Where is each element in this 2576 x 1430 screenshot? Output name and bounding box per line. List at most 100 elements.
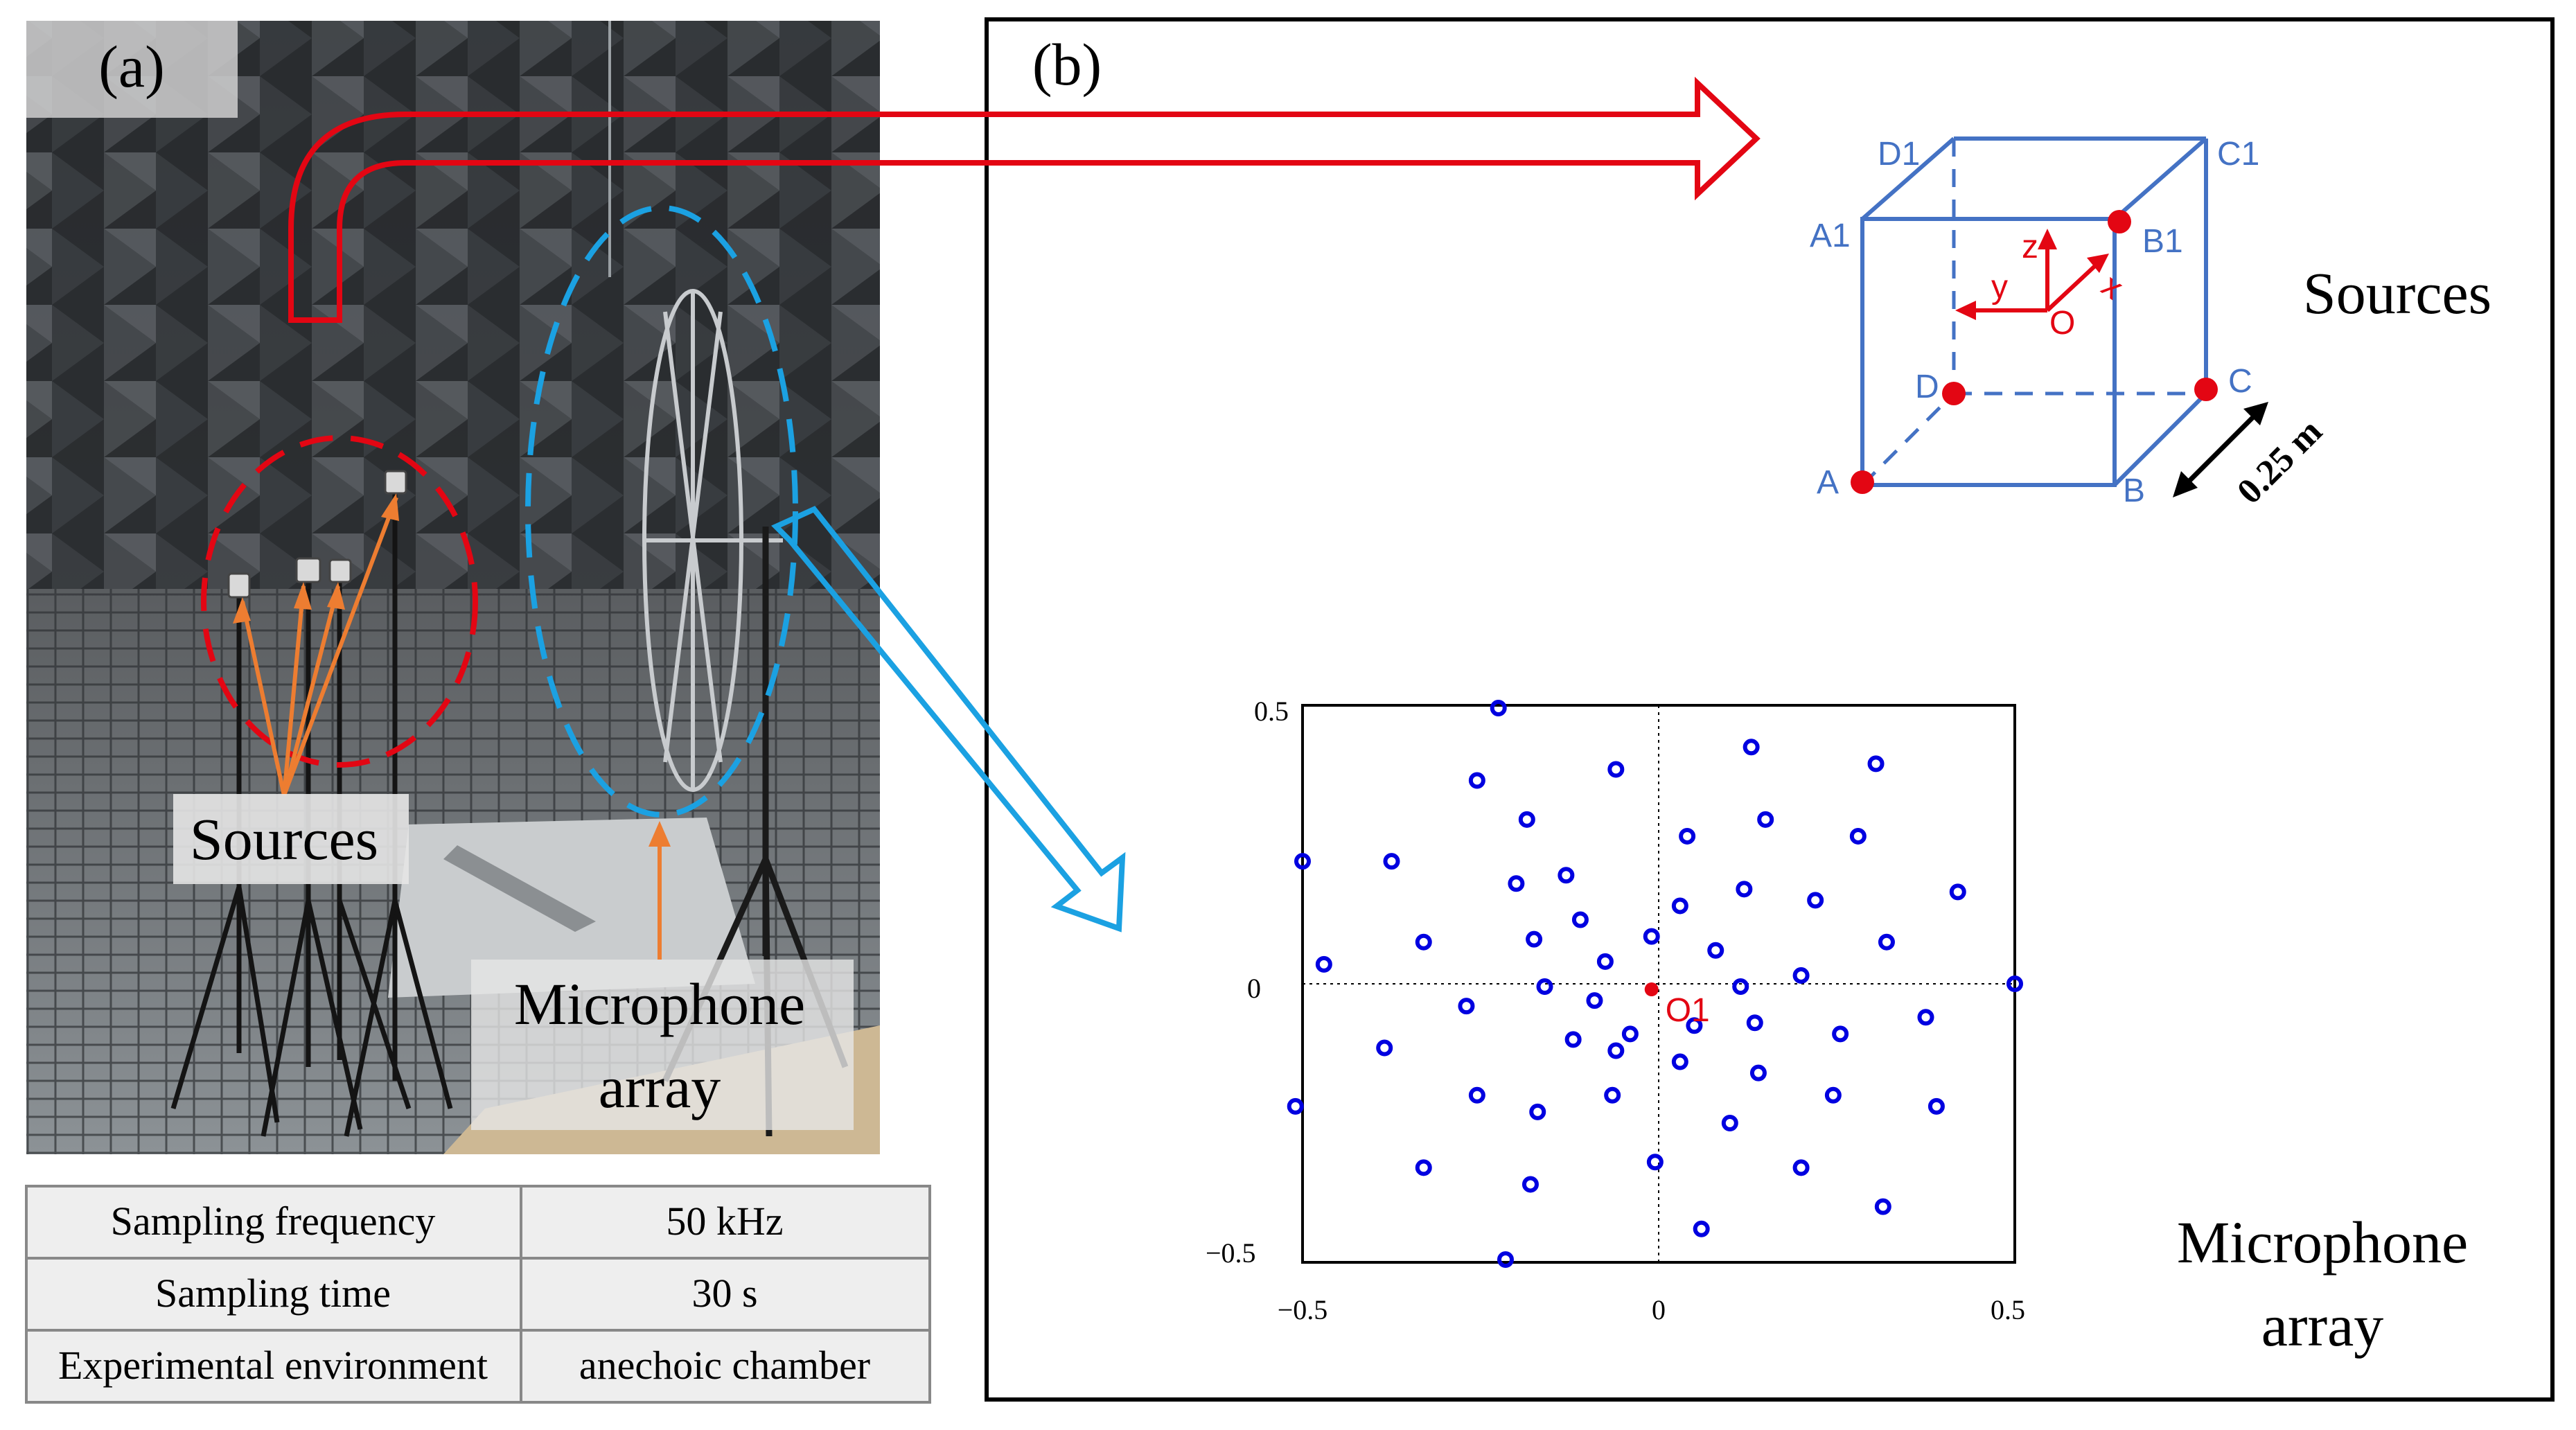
microphone-point xyxy=(1529,1103,1546,1120)
microphone-point xyxy=(1749,1064,1767,1082)
microphone-point xyxy=(1746,1014,1763,1032)
microphone-layout-plot: 0.5 0 −0.5 −0.5 0 0.5 O1 xyxy=(1206,696,2025,1325)
loudspeaker-sources xyxy=(227,470,407,599)
array-highlight-ellipse xyxy=(525,205,798,818)
vertex-label-D1: D1 xyxy=(1878,136,1920,173)
microphone-points xyxy=(1287,700,2023,1268)
y-tick-label: 0.5 xyxy=(1254,696,1289,727)
microphone-point xyxy=(1518,811,1535,828)
panel-b-label: (b) xyxy=(1032,31,1102,98)
vertex-label-B: B xyxy=(2123,473,2145,509)
photo-array-label-line2: array xyxy=(599,1054,721,1120)
microphone-point xyxy=(1643,928,1660,945)
microphone-point xyxy=(1490,700,1507,717)
microphone-point xyxy=(1558,867,1575,884)
microphone-point xyxy=(1679,827,1696,845)
x-tick-label: −0.5 xyxy=(1278,1294,1328,1325)
microphone-point xyxy=(1294,853,1311,870)
microphone-point xyxy=(1736,881,1753,898)
microphone-point xyxy=(1671,897,1688,915)
microphone-point xyxy=(1468,1086,1485,1104)
microphone-point xyxy=(1757,811,1774,828)
microphone-point xyxy=(1383,853,1400,870)
origin-label: O xyxy=(2049,305,2075,342)
photo-array-label-line1: Microphone xyxy=(514,971,805,1037)
microphone-point xyxy=(1315,955,1332,973)
table-row-name: Sampling time xyxy=(155,1271,391,1316)
source-pointer-arrowheads xyxy=(233,493,671,847)
microphone-point xyxy=(1917,1009,1934,1026)
vertex-label-A: A xyxy=(1817,464,1839,501)
microphone-point xyxy=(1415,933,1432,951)
microphone-point xyxy=(1878,933,1895,951)
microphone-point xyxy=(1792,966,1810,984)
source-cube-diagram: A B C D A1 B1 C1 D1 z y x O xyxy=(1810,136,2330,511)
microphone-point xyxy=(1707,942,1724,959)
microphone-point xyxy=(1671,1053,1688,1070)
microphone-point xyxy=(1721,1115,1738,1131)
axis-label-y: y xyxy=(1991,269,2008,306)
microphone-point xyxy=(1596,953,1614,970)
microphone-point xyxy=(1497,1251,1514,1268)
dimension-arrowhead-start xyxy=(2173,471,2198,497)
microphone-point xyxy=(1743,739,1760,756)
microphone-point xyxy=(1376,1039,1393,1057)
table-row-value: 50 kHz xyxy=(666,1199,783,1244)
table-row-value: 30 s xyxy=(691,1271,757,1316)
microphone-point xyxy=(1927,1097,1945,1115)
photo-array-label-box xyxy=(471,960,854,1130)
microphone-point xyxy=(1458,998,1475,1015)
microphone-point xyxy=(1468,772,1485,789)
microphone-point xyxy=(1792,1159,1810,1176)
microphone-point xyxy=(1521,1176,1539,1193)
photo-panel xyxy=(26,21,880,1154)
microphone-point xyxy=(1415,1159,1432,1176)
microphone-point xyxy=(1807,892,1824,909)
x-axis-arrowhead xyxy=(2087,254,2109,273)
panel-b-frame xyxy=(985,17,2555,1402)
microphone-point xyxy=(1571,911,1589,928)
source-point-D xyxy=(1942,382,1966,405)
microphone-point xyxy=(1646,1154,1664,1171)
source-pointer-arrows xyxy=(240,496,662,960)
sources-link-arrow xyxy=(288,76,1761,323)
table-row-name: Experimental environment xyxy=(58,1343,488,1388)
settings-table-frame xyxy=(25,1185,931,1404)
x-tick-label: 0.5 xyxy=(1991,1294,2025,1325)
source-point-A xyxy=(1851,470,1874,494)
microphone-point xyxy=(1607,761,1625,778)
panel-a-label-box xyxy=(26,21,238,118)
microphone-point xyxy=(1526,930,1543,948)
z-axis-arrowhead xyxy=(2038,229,2057,249)
vertex-label-B1: B1 xyxy=(2142,223,2183,260)
microphone-point xyxy=(2006,976,2023,992)
source-point-C xyxy=(2194,378,2218,401)
vertex-label-C1: C1 xyxy=(2217,136,2259,173)
y-tick-label: 0 xyxy=(1247,973,1261,1004)
reference-point-label: O1 xyxy=(1666,992,1710,1029)
dimension-arrowhead-end xyxy=(2243,402,2268,425)
microphone-point xyxy=(1686,1017,1703,1034)
vertex-label-C: C xyxy=(2228,363,2252,400)
y-axis-arrowhead xyxy=(1955,301,1976,320)
microphone-point xyxy=(1732,978,1749,996)
photo-sources-label-box xyxy=(173,794,409,884)
microphone-point xyxy=(1867,755,1885,773)
cube-front-face xyxy=(1860,217,2117,487)
panel-b-sources-label: Sources xyxy=(2303,260,2491,326)
microphone-point xyxy=(1693,1220,1710,1237)
local-axes xyxy=(1968,241,2101,312)
microphone-point xyxy=(1874,1198,1891,1215)
axis-label-x: x xyxy=(2095,267,2130,307)
microphone-point xyxy=(1832,1025,1849,1043)
microphone-point xyxy=(1287,1097,1304,1115)
reference-point-O1 xyxy=(1644,982,1659,997)
microphone-point xyxy=(1824,1086,1842,1104)
photo-sources-label: Sources xyxy=(190,806,378,872)
panel-a-label: (a) xyxy=(98,33,164,100)
microphone-point xyxy=(1949,883,1966,901)
microphone-point xyxy=(1564,1031,1582,1048)
table-row-value: anechoic chamber xyxy=(579,1343,870,1388)
vertex-label-D: D xyxy=(1915,369,1939,405)
source-points xyxy=(1851,210,2218,494)
